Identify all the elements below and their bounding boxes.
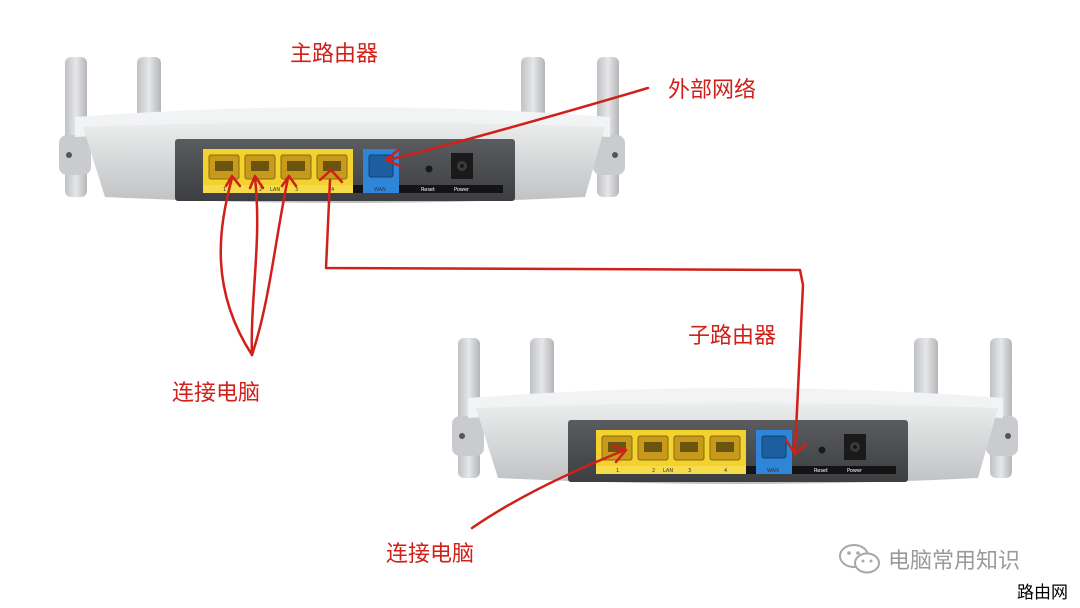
external-network-arrowhead: [384, 148, 402, 168]
lan-number-3: 3: [688, 468, 691, 474]
pc-cable-1: [219, 176, 254, 357]
sub-router-label: 子路由器: [688, 324, 777, 349]
sub-router-image: 1 2 LAN 3 4 WAN Reset Power: [451, 337, 1019, 485]
lan-number-1: 1: [616, 468, 619, 474]
lan-number-4: 4: [331, 187, 334, 193]
pc-cable-3-arrowhead: [280, 174, 298, 188]
cascade-cable-arrowhead-top: [318, 168, 344, 184]
pc-cable-2-arrowhead: [248, 174, 265, 190]
lan-number-2: 2: [259, 187, 262, 193]
lan-number-1: 1: [223, 187, 226, 193]
main-router-port-labels: 1 2 LAN 3 4 WAN Reset Power: [223, 187, 470, 193]
reset-text: Reset: [814, 468, 828, 474]
connect-pc-label-bottom: 连接电脑: [386, 542, 475, 567]
main-router-image: 1 2 LAN 3 4 WAN Reset Power: [58, 56, 626, 204]
sub-pc-cable-arrowhead: [610, 444, 628, 464]
power-text: Power: [454, 187, 470, 193]
corner-site-mark: 路由网: [1013, 577, 1072, 604]
reset-text: Reset: [421, 187, 435, 193]
wan-text: WAN: [767, 468, 779, 474]
pc-cable-3: [250, 176, 290, 357]
lan-number-4: 4: [724, 468, 727, 474]
external-network-arrow: [386, 86, 650, 162]
sub-pc-cable: [470, 448, 627, 530]
cascade-cable-arrowhead-bottom: [784, 438, 808, 456]
lan-text: LAN: [663, 468, 673, 474]
power-text: Power: [847, 468, 863, 474]
lan-text: LAN: [270, 187, 280, 193]
pc-cable-1-arrowhead: [224, 174, 242, 188]
watermark: 电脑常用知识: [838, 542, 1020, 576]
pc-cable-2: [250, 176, 259, 357]
lan-number-3: 3: [295, 187, 298, 193]
cascade-cable-line: [324, 178, 805, 454]
external-network-label: 外部网络: [668, 78, 757, 103]
watermark-text: 电脑常用知识: [888, 549, 1021, 574]
wan-text: WAN: [374, 187, 386, 193]
lan-number-2: 2: [652, 468, 655, 474]
sub-router-port-labels: 1 2 LAN 3 4 WAN Reset Power: [616, 468, 863, 474]
main-router-label: 主路由器: [290, 42, 379, 67]
connect-pc-label-top: 连接电脑: [172, 381, 261, 406]
wechat-icon: [839, 544, 880, 574]
